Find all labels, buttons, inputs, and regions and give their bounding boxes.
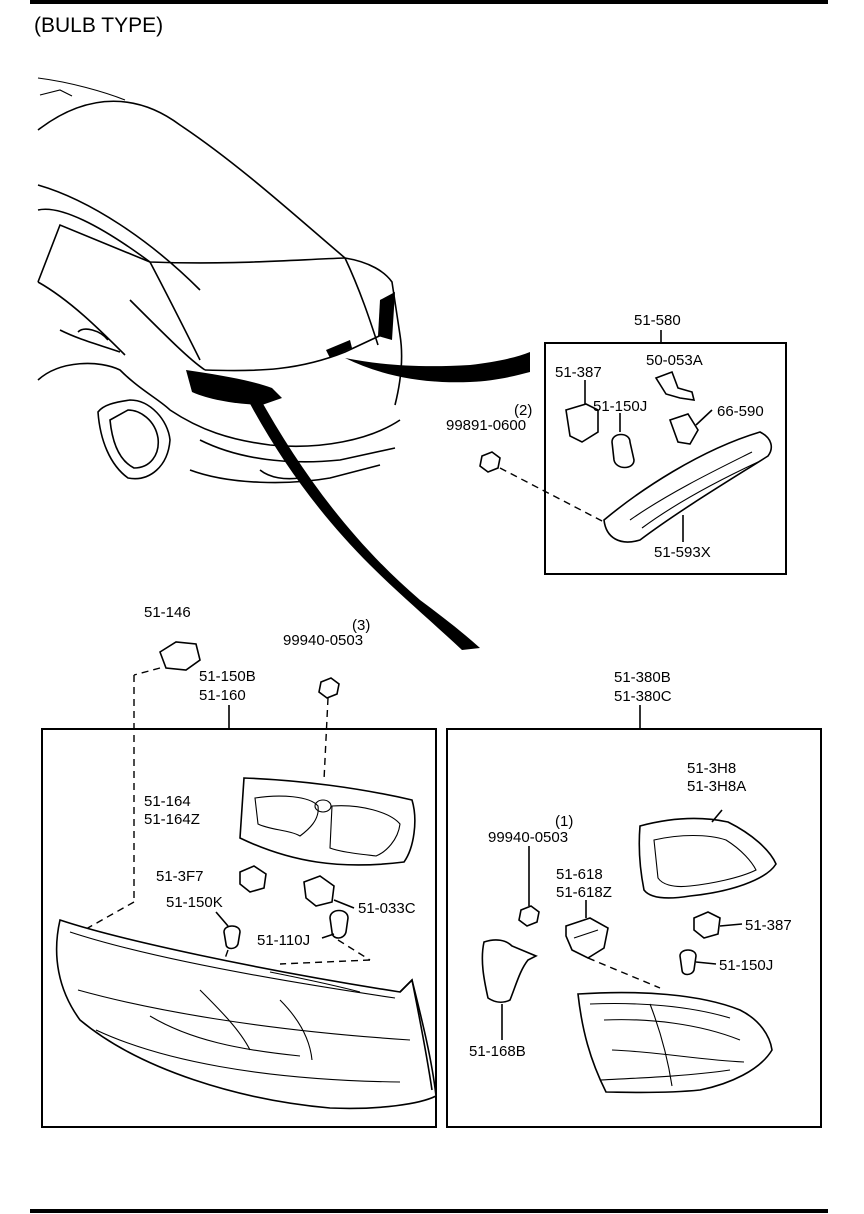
label-99891-0600: 99891-0600 [446, 417, 526, 434]
inner-lamp-group [446, 705, 822, 1128]
label-51-110J: 51-110J [257, 932, 310, 949]
bulb-51-150J-right [679, 949, 697, 976]
bottom-rule [30, 1209, 828, 1213]
bulb-51-110J [329, 909, 349, 939]
label-99940-0503-left: 99940-0503 [283, 632, 363, 649]
label-qty-3: (3) [352, 617, 370, 634]
clip-66-590 [668, 413, 699, 445]
bulb-51-150J-top [611, 433, 635, 469]
label-66-590: 66-590 [717, 403, 764, 420]
label-51-3H8A: 51-3H8A [687, 778, 746, 795]
label-50-053A: 50-053A [646, 352, 703, 369]
outer-lamp-housing [55, 918, 437, 1110]
socket-51-387-top [565, 403, 599, 443]
socket-51-618 [565, 917, 609, 959]
gasket-51-3H8 [638, 817, 777, 899]
label-51-150K: 51-150K [166, 894, 223, 911]
license-lamp-body [603, 431, 773, 543]
label-qty-2: (2) [514, 402, 532, 419]
label-qty-1: (1) [555, 813, 573, 830]
bulb-51-150K [223, 925, 241, 950]
socket-51-033C [303, 875, 335, 907]
part-labels: 51-580 50-053A 51-387 51-150J 66-590 (2)… [144, 312, 792, 1060]
label-51-150J-right: 51-150J [719, 957, 773, 974]
label-51-146: 51-146 [144, 604, 191, 621]
outer-lamp-group [41, 641, 437, 1128]
label-51-387-right: 51-387 [745, 917, 792, 934]
label-51-164Z: 51-164Z [144, 811, 200, 828]
license-lamp-inset [479, 330, 787, 575]
socket-51-387-right [693, 911, 721, 939]
outer-lamp-box [41, 728, 437, 1128]
nut-99891-0600 [479, 451, 501, 473]
top-rule [30, 0, 828, 4]
label-51-168B: 51-168B [469, 1043, 526, 1060]
nut-99940-0503-left [318, 677, 340, 699]
label-51-618: 51-618 [556, 866, 603, 883]
label-51-580: 51-580 [634, 312, 681, 329]
page-title: (BULB TYPE) [34, 14, 163, 37]
label-51-164: 51-164 [144, 793, 191, 810]
socket-51-3F7 [239, 865, 267, 893]
label-51-150B: 51-150B [199, 668, 256, 685]
label-51-380B: 51-380B [614, 669, 671, 686]
label-51-033C: 51-033C [358, 900, 416, 917]
label-51-387-top: 51-387 [555, 364, 602, 381]
license-lamp-box [544, 342, 787, 575]
screw-50-053A [654, 370, 696, 401]
label-51-380C: 51-380C [614, 688, 672, 705]
gasket-51-164 [239, 777, 416, 866]
cover-51-168B [481, 939, 538, 1003]
socket-51-146 [159, 641, 201, 671]
label-51-150J-top: 51-150J [593, 398, 647, 415]
inner-lamp-box [446, 728, 822, 1128]
label-51-160: 51-160 [199, 687, 246, 704]
label-51-3F7: 51-3F7 [156, 868, 204, 885]
label-51-593X: 51-593X [654, 544, 711, 561]
label-51-3H8: 51-3H8 [687, 760, 736, 777]
label-99940-0503-right: 99940-0503 [488, 829, 568, 846]
label-51-618Z: 51-618Z [556, 884, 612, 901]
inner-lamp-housing [577, 991, 773, 1094]
nut-99940-0503-right [518, 905, 540, 927]
car-rear-illustration [37, 77, 530, 650]
